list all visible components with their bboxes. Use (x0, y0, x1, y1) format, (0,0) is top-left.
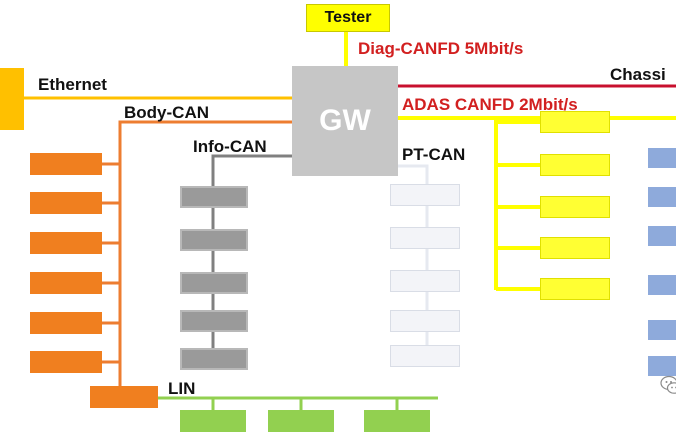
diag-bus-label: Diag-CANFD 5Mbit/s (358, 39, 524, 58)
body-can-node (30, 192, 102, 214)
adas-bus-label: ADAS CANFD 2Mbit/s (402, 95, 578, 114)
adas-node (540, 111, 610, 133)
chassis-node (648, 275, 676, 295)
body-can-node (30, 272, 102, 294)
adas-node (540, 154, 610, 176)
chassis-node (648, 320, 676, 340)
lin-master-node (90, 386, 158, 408)
ethernet-node (0, 68, 24, 130)
gateway-label: GW (319, 104, 371, 137)
adas-node (540, 278, 610, 300)
body-can-node (30, 153, 102, 175)
body-can-line (118, 120, 292, 388)
body-can-node (30, 351, 102, 373)
chassis-node (648, 148, 676, 168)
lin-stubs (211, 398, 399, 410)
info-can-label: Info-CAN (193, 137, 267, 156)
pt-can-node (390, 270, 460, 292)
info-can-node (180, 272, 248, 294)
chassis-node (648, 226, 676, 246)
lin-node (364, 410, 430, 432)
wechat-icon (660, 375, 676, 394)
info-can-node (180, 310, 248, 332)
gateway-box: GW (292, 66, 398, 176)
body-can-node (30, 232, 102, 254)
info-can-node (180, 229, 248, 251)
tester-box: Tester (306, 4, 390, 32)
adas-stubs (496, 120, 540, 291)
pt-can-label: PT-CAN (402, 145, 466, 164)
lin-node (180, 410, 246, 432)
body-stubs (102, 162, 120, 364)
adas-node (540, 237, 610, 259)
pt-can-node (390, 310, 460, 332)
body-can-label: Body-CAN (124, 103, 209, 122)
chassis-node (648, 356, 676, 376)
lin-bus-label: LIN (168, 379, 196, 398)
info-can-node (180, 186, 248, 208)
adas-node (540, 196, 610, 218)
body-can-node (30, 312, 102, 334)
pt-can-node (390, 227, 460, 249)
pt-can-node (390, 184, 460, 206)
info-can-node (180, 348, 248, 370)
chassis-node (648, 187, 676, 207)
tester-label: Tester (324, 9, 372, 26)
chassis-bus-label: Chassi (610, 65, 666, 84)
ethernet-bus-label: Ethernet (38, 75, 107, 94)
pt-can-node (390, 345, 460, 367)
lin-node (268, 410, 334, 432)
